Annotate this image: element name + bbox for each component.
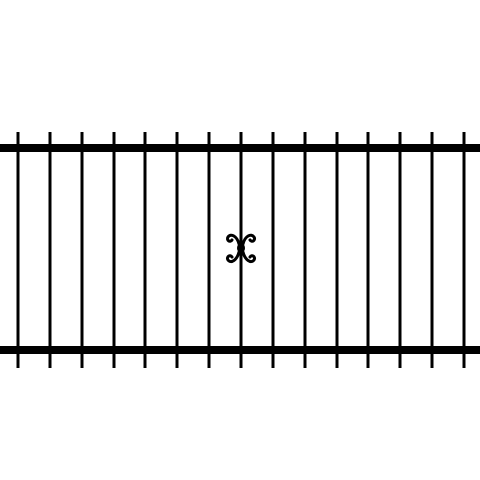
picket (80, 132, 84, 368)
picket (112, 132, 116, 368)
picket (143, 132, 147, 368)
scroll-ornament (226, 233, 256, 264)
picket (16, 132, 20, 368)
picket (335, 132, 339, 368)
picket (175, 132, 179, 368)
scroll-curve (226, 233, 241, 246)
picket (271, 132, 275, 368)
picket (366, 132, 370, 368)
rails (0, 144, 480, 354)
scroll-curve (241, 233, 256, 246)
picket (303, 132, 307, 368)
scroll-curve (226, 250, 241, 264)
scroll-curve (241, 250, 256, 264)
picket (398, 132, 402, 368)
bottom-rail (0, 346, 480, 354)
picket (207, 132, 211, 368)
scroll-collar (237, 243, 245, 253)
picket (48, 132, 52, 368)
picket (430, 132, 434, 368)
top-rail (0, 144, 480, 152)
picket (462, 132, 466, 368)
scroll-curves (226, 233, 256, 264)
